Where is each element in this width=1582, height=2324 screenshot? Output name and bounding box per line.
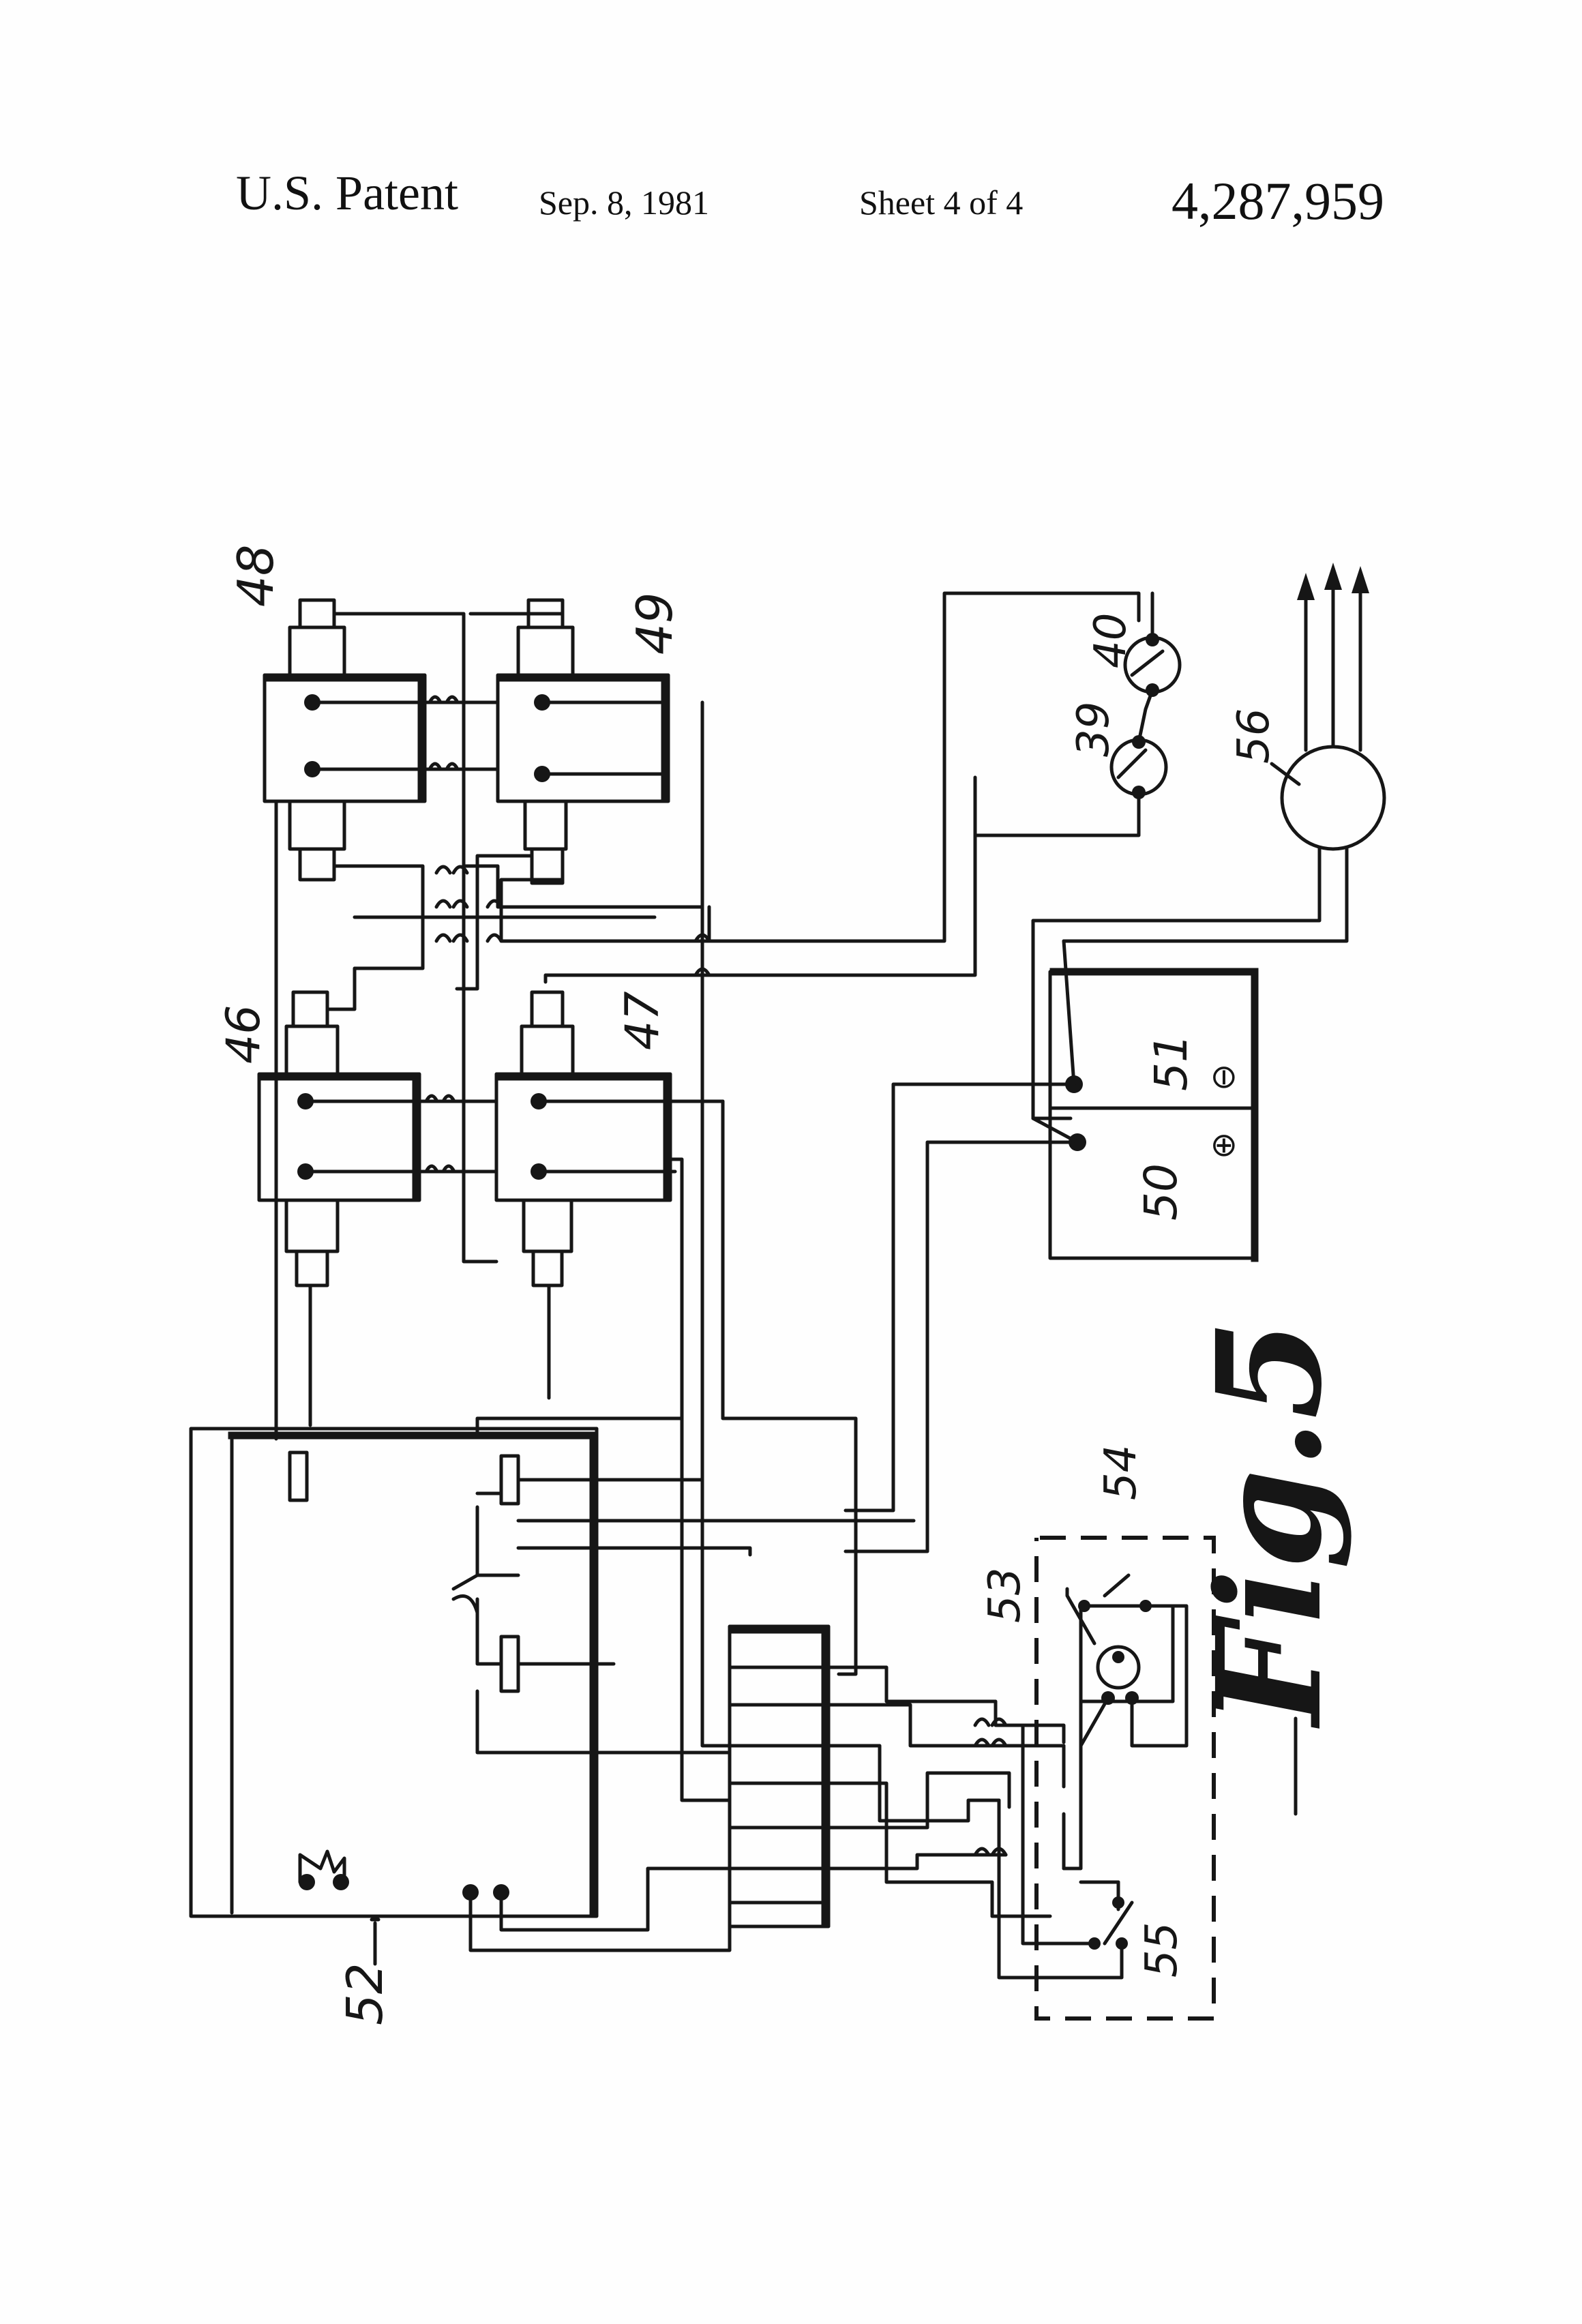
- figure-caption: Fig.5: [1185, 1320, 1354, 1816]
- label-51: 51: [1145, 1034, 1197, 1091]
- label-53: 53: [980, 1568, 1030, 1623]
- solenoid-valve-48: [263, 598, 427, 882]
- solenoid-valve-47: [494, 990, 672, 1287]
- switch-box-53-54-55: [966, 1536, 1216, 2021]
- solenoid-valve-46: [257, 990, 421, 1287]
- label-47: 47: [616, 991, 670, 1050]
- terminal-strip: [728, 1624, 1066, 1928]
- reference-labels: 48 49 46 47 39 40 56 50 51 ⊕ ⊖ 52 53 54 …: [217, 544, 1279, 2025]
- pump-39-40: [973, 591, 1182, 943]
- label-55: 55: [1137, 1922, 1187, 1978]
- figure-label: Fig.5: [1185, 1320, 1354, 1729]
- label-49: 49: [626, 592, 683, 655]
- minus-sign: ⊖: [1204, 1064, 1242, 1091]
- label-54: 54: [1096, 1445, 1146, 1500]
- header-patent: U.S. Patent: [236, 166, 459, 220]
- valve-wiring: [274, 591, 1141, 1802]
- label-39: 39: [1069, 702, 1119, 757]
- label-40: 40: [1086, 613, 1136, 668]
- battery-50-51: [844, 939, 1259, 1553]
- motor-56: [1031, 563, 1386, 1120]
- header-patent-number: 4,287,959: [1171, 171, 1384, 230]
- control-box-52: [189, 1416, 916, 1966]
- label-56: 56: [1229, 709, 1279, 764]
- label-50: 50: [1135, 1163, 1187, 1221]
- label-48: 48: [227, 544, 284, 607]
- header-sheet: Sheet 4 of 4: [859, 183, 1024, 222]
- plus-sign: ⊕: [1204, 1132, 1242, 1159]
- header-date: Sep. 8, 1981: [539, 183, 709, 222]
- label-52: 52: [336, 1963, 393, 2025]
- label-46: 46: [217, 1004, 271, 1064]
